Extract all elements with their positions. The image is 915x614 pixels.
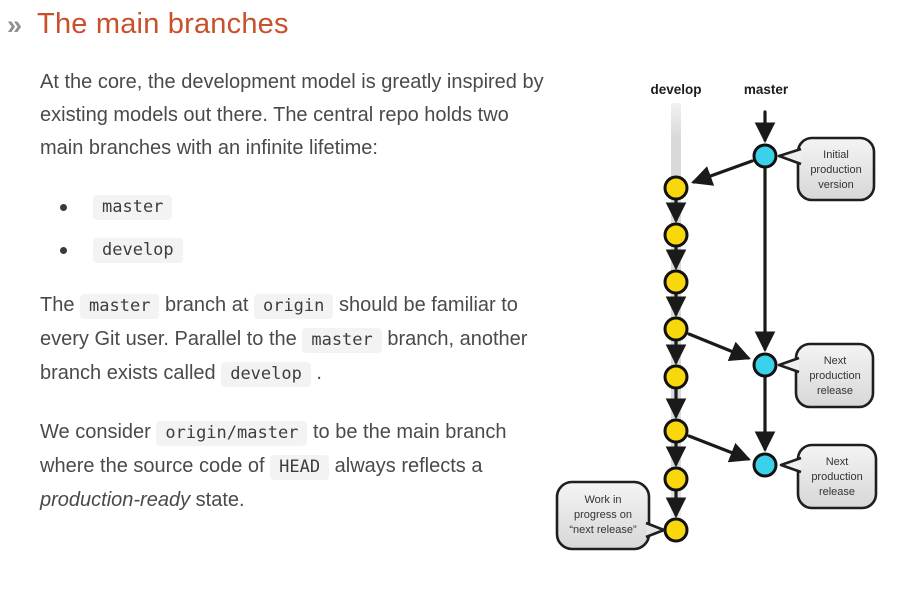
branch-off-arrow	[691, 159, 754, 186]
paragraph-origin-master: We consider origin/master to be the main…	[40, 416, 545, 517]
text-segment: should be familiar to every Git user. Pa…	[40, 294, 518, 350]
text-segment: state.	[190, 489, 245, 511]
callout-initial-production-version: Initial production version	[777, 136, 876, 202]
inline-code: origin/master	[156, 421, 308, 446]
callout-work-in-progress: Work in progress on “next release”	[555, 480, 666, 551]
callout-text-line: Initial	[823, 149, 849, 161]
callout-tail	[777, 147, 802, 166]
inline-code: develop	[221, 362, 311, 387]
text-segment: At the core, the development model is gr…	[40, 71, 544, 159]
commit-node-develop	[663, 316, 689, 342]
branch-label-master: master	[744, 82, 789, 97]
callout-text-line: production	[810, 164, 861, 176]
branching-diagram-svg: develop master	[555, 82, 878, 551]
commit-node-master	[752, 452, 778, 478]
commit-node-master	[752, 352, 778, 378]
commit-node-develop	[663, 269, 689, 295]
branch-label-develop: develop	[650, 82, 701, 97]
git-branching-diagram: develop master	[545, 70, 915, 575]
merge-arrow	[687, 332, 751, 361]
callout-tail	[645, 521, 666, 539]
branch-merge-arrows	[687, 159, 754, 463]
paragraph-master-origin: The master branch at origin should be fa…	[40, 289, 545, 391]
inline-code: HEAD	[270, 455, 330, 480]
text-segment: branch, another branch exists called	[40, 328, 528, 384]
callout-text-line: “next release”	[569, 524, 637, 536]
merge-arrow	[687, 434, 751, 463]
page-title: The main branches	[37, 8, 289, 40]
callout-text-line: version	[818, 179, 853, 191]
section-heading: » The main branches	[7, 8, 545, 41]
text-segment: to be the main branch where the source c…	[40, 421, 507, 477]
commit-node-develop	[663, 517, 689, 543]
commit-node-develop	[663, 418, 689, 444]
callout-text-line: Next	[824, 355, 847, 367]
callout-next-production-release-2: Next production release	[779, 443, 878, 510]
text-segment: always reflects a	[329, 455, 483, 477]
callout-text-line: Work in	[584, 494, 621, 506]
callout-next-production-release: Next production release	[777, 342, 875, 409]
list-item: develop	[60, 236, 545, 264]
text-segment: branch at	[159, 294, 254, 316]
callout-text-line: Next	[826, 456, 849, 468]
heading-chevron-icon: »	[7, 10, 23, 40]
inline-code: master	[93, 194, 173, 220]
paragraph-intro: At the core, the development model is gr…	[40, 66, 545, 165]
inline-code: master	[302, 328, 382, 353]
text-segment: The	[40, 294, 81, 316]
callout-text-line: release	[817, 385, 853, 397]
commit-node-master	[752, 143, 778, 169]
inline-code: origin	[253, 294, 334, 319]
master-commits	[752, 143, 778, 478]
callout-text-line: progress on	[574, 509, 632, 521]
commit-node-develop	[663, 364, 689, 390]
commit-node-develop	[663, 222, 689, 248]
list-item: master	[60, 193, 545, 221]
text-segment: We consider	[40, 421, 157, 443]
callout-text-line: release	[819, 486, 855, 498]
inline-code: develop	[93, 237, 183, 263]
text-segment: .	[310, 362, 322, 384]
commit-node-develop	[663, 175, 689, 201]
bullet-icon	[60, 246, 67, 254]
callout-text-line: production	[811, 471, 862, 483]
commit-node-develop	[663, 466, 689, 492]
develop-commits	[663, 175, 689, 543]
callout-text-line: production	[809, 370, 860, 382]
emphasis-text: production-ready	[40, 489, 191, 511]
bullet-list: master develop	[60, 193, 545, 264]
callout-tail	[777, 356, 800, 374]
callout-tail	[779, 456, 802, 474]
inline-code: master	[80, 294, 160, 319]
text-column: » The main branches At the core, the dev…	[7, 8, 545, 517]
bullet-icon	[60, 203, 67, 211]
